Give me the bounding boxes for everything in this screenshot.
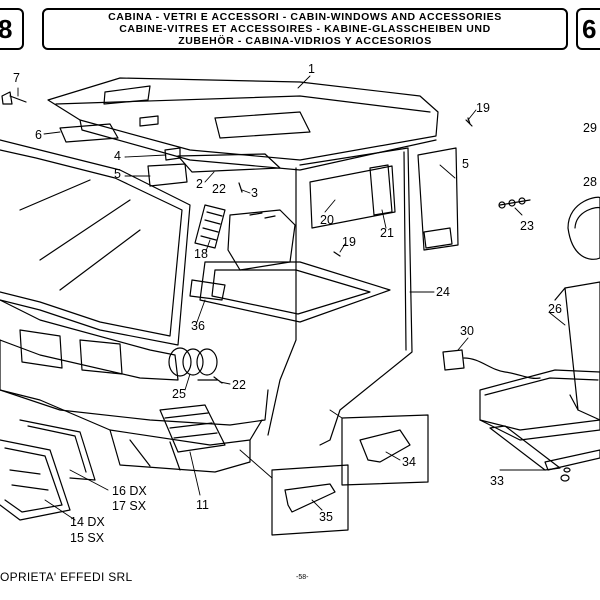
headrest — [567, 196, 600, 260]
page-title-box: CABINA - VETRI E ACCESSORI - CABIN-WINDO… — [42, 8, 568, 50]
callout-4: 4 — [114, 149, 121, 163]
detail-box-34 — [341, 414, 429, 486]
callout-36: 36 — [191, 319, 205, 333]
side-window — [309, 165, 396, 229]
side-panel-5 — [417, 147, 459, 251]
seat-26 — [479, 281, 600, 441]
callout-6: 6 — [35, 128, 42, 142]
spring-18 — [194, 204, 226, 249]
roof-vent-left — [59, 123, 119, 143]
callout-22-bottom: 22 — [232, 378, 246, 392]
callout-24: 24 — [436, 285, 450, 299]
trim-5-left — [147, 163, 188, 187]
callout-26: 26 — [548, 302, 562, 316]
footer-copyright: OPRIETA' EFFEDI SRL — [0, 570, 133, 584]
screw-19-mid — [333, 251, 341, 257]
page-number-right-box: 6 — [576, 8, 600, 50]
detail-box-35 — [271, 464, 349, 536]
callout-15-sx: 15 SX — [70, 531, 105, 545]
callout-23: 23 — [520, 219, 534, 233]
callout-19-mid: 19 — [342, 235, 356, 249]
seat-rail-33 — [489, 425, 561, 471]
cab-front-body — [0, 299, 269, 473]
callout-29: 29 — [583, 121, 597, 135]
callout-25: 25 — [172, 387, 186, 401]
step-grille — [159, 404, 226, 453]
callout-7: 7 — [13, 71, 20, 85]
callout-34: 34 — [402, 455, 416, 469]
callout-19-top: 19 — [476, 101, 490, 115]
screw-3 — [238, 182, 243, 193]
screw-7 — [1, 91, 27, 105]
callout-33: 33 — [490, 474, 504, 488]
windscreen — [0, 139, 191, 346]
cab-floor — [189, 209, 391, 323]
callout-28: 28 — [583, 175, 597, 189]
ring-set-25 — [168, 347, 218, 377]
callout-14-dx: 14 DX — [70, 515, 105, 529]
door-frame — [267, 147, 413, 446]
callout-1: 1 — [308, 62, 315, 76]
callout-35: 35 — [319, 510, 333, 524]
callout-5-right: 5 — [462, 157, 469, 171]
callout-3: 3 — [251, 186, 258, 200]
callout-30: 30 — [460, 324, 474, 338]
callout-18: 18 — [194, 247, 208, 261]
window-seal — [369, 164, 393, 216]
callout-17-sx: 17 SX — [112, 499, 147, 513]
page-number-left: 8 — [0, 14, 13, 44]
callout-5-left: 5 — [114, 167, 121, 181]
page-title-line-3: ZUBEHÖR - CABINA-VIDRIOS Y ACCESORIOS — [178, 35, 432, 47]
callout-16-dx: 16 DX — [112, 484, 147, 498]
clip-4 — [164, 147, 181, 161]
connector-30 — [442, 349, 465, 371]
light-housings — [0, 419, 96, 521]
page-title-line-1: CABINA - VETRI E ACCESSORI - CABIN-WINDO… — [108, 11, 502, 23]
page-number-right: 6 — [582, 14, 597, 44]
page-number-left-box: 8 — [0, 8, 24, 50]
callout-20: 20 — [320, 213, 334, 227]
callout-11: 11 — [196, 498, 209, 512]
callout-22-top: 22 — [212, 182, 226, 196]
footer-page-number: -58- — [296, 574, 309, 581]
page-title-line-2: CABINE-VITRES ET ACCESSOIRES - KABINE-GL… — [119, 23, 491, 35]
roof-vent-center — [177, 153, 281, 173]
screw-22-lower — [197, 376, 223, 384]
callout-2: 2 — [196, 177, 203, 191]
callout-21: 21 — [380, 226, 394, 240]
